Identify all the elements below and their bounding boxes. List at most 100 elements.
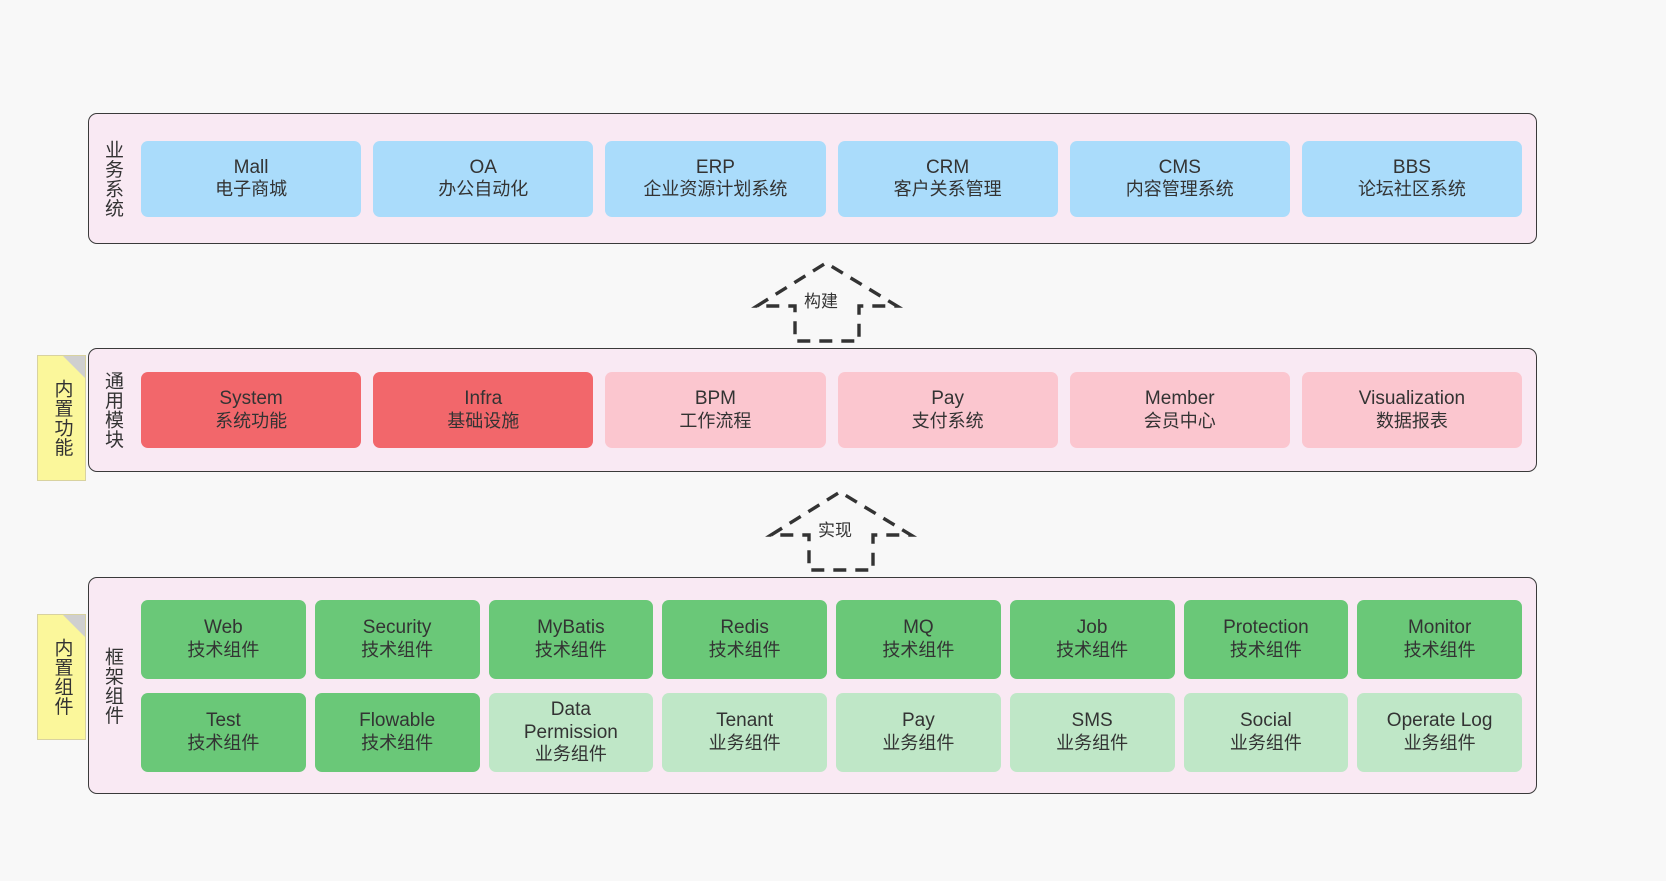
node-flowable[interactable]: Flowable 技术组件 bbox=[314, 692, 480, 772]
node-bbs-cn: 论坛社区系统 bbox=[1357, 179, 1466, 200]
node-mq-en: MQ bbox=[903, 617, 934, 639]
node-tenant-en: Tenant bbox=[716, 710, 774, 732]
node-bpm[interactable]: BPM 工作流程 bbox=[605, 372, 826, 448]
connector-build: 构建 bbox=[751, 258, 904, 344]
connector-build-label: 构建 bbox=[804, 292, 838, 311]
node-social-en: Social bbox=[1240, 710, 1292, 732]
node-erp-en: ERP bbox=[695, 156, 735, 178]
layer-business-systems: 业务系统 Mall 电子商城 OA 办公自动化 ERP 企业资源计划系统 CRM… bbox=[88, 113, 1537, 244]
node-crm-cn: 客户关系管理 bbox=[893, 179, 1002, 200]
connector-implement-label: 实现 bbox=[818, 521, 852, 540]
node-tenant-cn: 业务组件 bbox=[708, 732, 781, 753]
node-redis[interactable]: Redis 技术组件 bbox=[662, 599, 827, 679]
build-arrow-icon bbox=[751, 261, 904, 343]
node-sms[interactable]: SMS 业务组件 bbox=[1009, 692, 1175, 772]
node-bpm-cn: 工作流程 bbox=[679, 410, 752, 431]
node-pay-component-cn: 业务组件 bbox=[882, 732, 955, 753]
node-monitor-en: Monitor bbox=[1407, 617, 1472, 639]
node-social-cn: 业务组件 bbox=[1229, 732, 1302, 753]
layer-body-framework-components: Web 技术组件 Security 技术组件 MyBatis 技术组件 Redi… bbox=[135, 578, 1536, 793]
node-mybatis-cn: 技术组件 bbox=[534, 639, 607, 660]
layer-title-business-systems: 业务系统 bbox=[102, 139, 124, 218]
node-member-en: Member bbox=[1144, 388, 1215, 410]
node-security-cn: 技术组件 bbox=[361, 639, 434, 660]
node-crm-en: CRM bbox=[925, 156, 970, 178]
node-test-en: Test bbox=[205, 710, 241, 732]
node-system[interactable]: System 系统功能 bbox=[141, 372, 362, 448]
implement-arrow-icon bbox=[765, 490, 918, 572]
node-web[interactable]: Web 技术组件 bbox=[141, 599, 306, 679]
node-pay-component[interactable]: Pay 业务组件 bbox=[836, 692, 1001, 772]
node-oa[interactable]: OA 办公自动化 bbox=[373, 140, 594, 217]
node-system-en: System bbox=[219, 388, 283, 410]
node-visualization-en: Visualization bbox=[1358, 388, 1466, 410]
node-member-cn: 会员中心 bbox=[1143, 410, 1216, 431]
node-redis-en: Redis bbox=[720, 617, 769, 639]
node-operate-log-en: Operate Log bbox=[1386, 710, 1493, 732]
node-pay-component-en: Pay bbox=[902, 710, 935, 732]
node-mq-cn: 技术组件 bbox=[882, 639, 955, 660]
node-protection[interactable]: Protection 技术组件 bbox=[1183, 599, 1349, 679]
node-infra-cn: 基础设施 bbox=[447, 410, 520, 431]
node-sms-cn: 业务组件 bbox=[1056, 732, 1129, 753]
layer-common-modules: 通用模块 System 系统功能 Infra 基础设施 BPM 工作流程 Pay… bbox=[88, 348, 1537, 472]
node-redis-cn: 技术组件 bbox=[708, 639, 781, 660]
node-security[interactable]: Security 技术组件 bbox=[314, 599, 480, 679]
node-infra[interactable]: Infra 基础设施 bbox=[373, 372, 594, 448]
layer-body-common-modules: System 系统功能 Infra 基础设施 BPM 工作流程 Pay 支付系统… bbox=[135, 349, 1536, 471]
node-tenant[interactable]: Tenant 业务组件 bbox=[662, 692, 827, 772]
node-web-cn: 技术组件 bbox=[187, 639, 260, 660]
node-cms-cn: 内容管理系统 bbox=[1125, 179, 1234, 200]
note-builtin-components: 内置组件 bbox=[37, 614, 86, 740]
framework-row-tech: Web 技术组件 Security 技术组件 MyBatis 技术组件 Redi… bbox=[141, 599, 1522, 679]
note-builtin-components-label: 内置组件 bbox=[51, 638, 73, 716]
node-monitor-cn: 技术组件 bbox=[1403, 639, 1476, 660]
node-social[interactable]: Social 业务组件 bbox=[1183, 692, 1349, 772]
node-job-en: Job bbox=[1076, 617, 1108, 639]
node-visualization[interactable]: Visualization 数据报表 bbox=[1301, 372, 1523, 448]
node-data-permission-en: Data Permission bbox=[523, 698, 618, 744]
node-test[interactable]: Test 技术组件 bbox=[141, 692, 306, 772]
node-bpm-en: BPM bbox=[694, 388, 737, 410]
layer-body-business-systems: Mall 电子商城 OA 办公自动化 ERP 企业资源计划系统 CRM 客户关系… bbox=[135, 114, 1536, 243]
node-visualization-cn: 数据报表 bbox=[1375, 410, 1448, 431]
node-erp-cn: 企业资源计划系统 bbox=[643, 179, 788, 200]
layer-framework-components: 框架组件 Web 技术组件 Security 技术组件 MyBatis 技术组件 bbox=[88, 577, 1537, 794]
node-member[interactable]: Member 会员中心 bbox=[1069, 372, 1290, 448]
node-test-cn: 技术组件 bbox=[187, 732, 260, 753]
node-protection-cn: 技术组件 bbox=[1229, 639, 1302, 660]
note-builtin-functions-label: 内置功能 bbox=[51, 379, 73, 457]
node-cms-en: CMS bbox=[1158, 156, 1201, 178]
node-monitor[interactable]: Monitor 技术组件 bbox=[1357, 599, 1522, 679]
node-mybatis[interactable]: MyBatis 技术组件 bbox=[488, 599, 654, 679]
node-erp[interactable]: ERP 企业资源计划系统 bbox=[605, 140, 826, 217]
node-security-en: Security bbox=[362, 617, 432, 639]
node-operate-log-cn: 业务组件 bbox=[1403, 732, 1476, 753]
note-builtin-functions: 内置功能 bbox=[37, 355, 86, 481]
node-oa-cn: 办公自动化 bbox=[438, 179, 529, 200]
node-pay-module[interactable]: Pay 支付系统 bbox=[837, 372, 1058, 448]
node-mall[interactable]: Mall 电子商城 bbox=[141, 140, 362, 217]
node-infra-en: Infra bbox=[464, 388, 503, 410]
node-job[interactable]: Job 技术组件 bbox=[1009, 599, 1175, 679]
node-bbs-en: BBS bbox=[1392, 156, 1431, 178]
note-fold-corner-icon bbox=[63, 615, 85, 637]
node-mq[interactable]: MQ 技术组件 bbox=[836, 599, 1001, 679]
node-sms-en: SMS bbox=[1071, 710, 1113, 732]
note-fold-corner-icon bbox=[63, 356, 85, 378]
node-protection-en: Protection bbox=[1223, 617, 1309, 639]
node-system-cn: 系统功能 bbox=[215, 410, 288, 431]
node-job-cn: 技术组件 bbox=[1056, 639, 1129, 660]
layer-title-framework-components: 框架组件 bbox=[102, 646, 124, 725]
node-pay-module-en: Pay bbox=[931, 388, 964, 410]
node-cms[interactable]: CMS 内容管理系统 bbox=[1069, 140, 1290, 217]
framework-row-business: Test 技术组件 Flowable 技术组件 Data Permission … bbox=[141, 692, 1522, 772]
node-bbs[interactable]: BBS 论坛社区系统 bbox=[1301, 140, 1523, 217]
node-operate-log[interactable]: Operate Log 业务组件 bbox=[1357, 692, 1522, 772]
node-crm[interactable]: CRM 客户关系管理 bbox=[837, 140, 1058, 217]
node-flowable-cn: 技术组件 bbox=[361, 732, 434, 753]
node-flowable-en: Flowable bbox=[359, 710, 436, 732]
layer-title-common-modules: 通用模块 bbox=[102, 371, 124, 449]
node-data-permission[interactable]: Data Permission 业务组件 bbox=[488, 692, 654, 772]
